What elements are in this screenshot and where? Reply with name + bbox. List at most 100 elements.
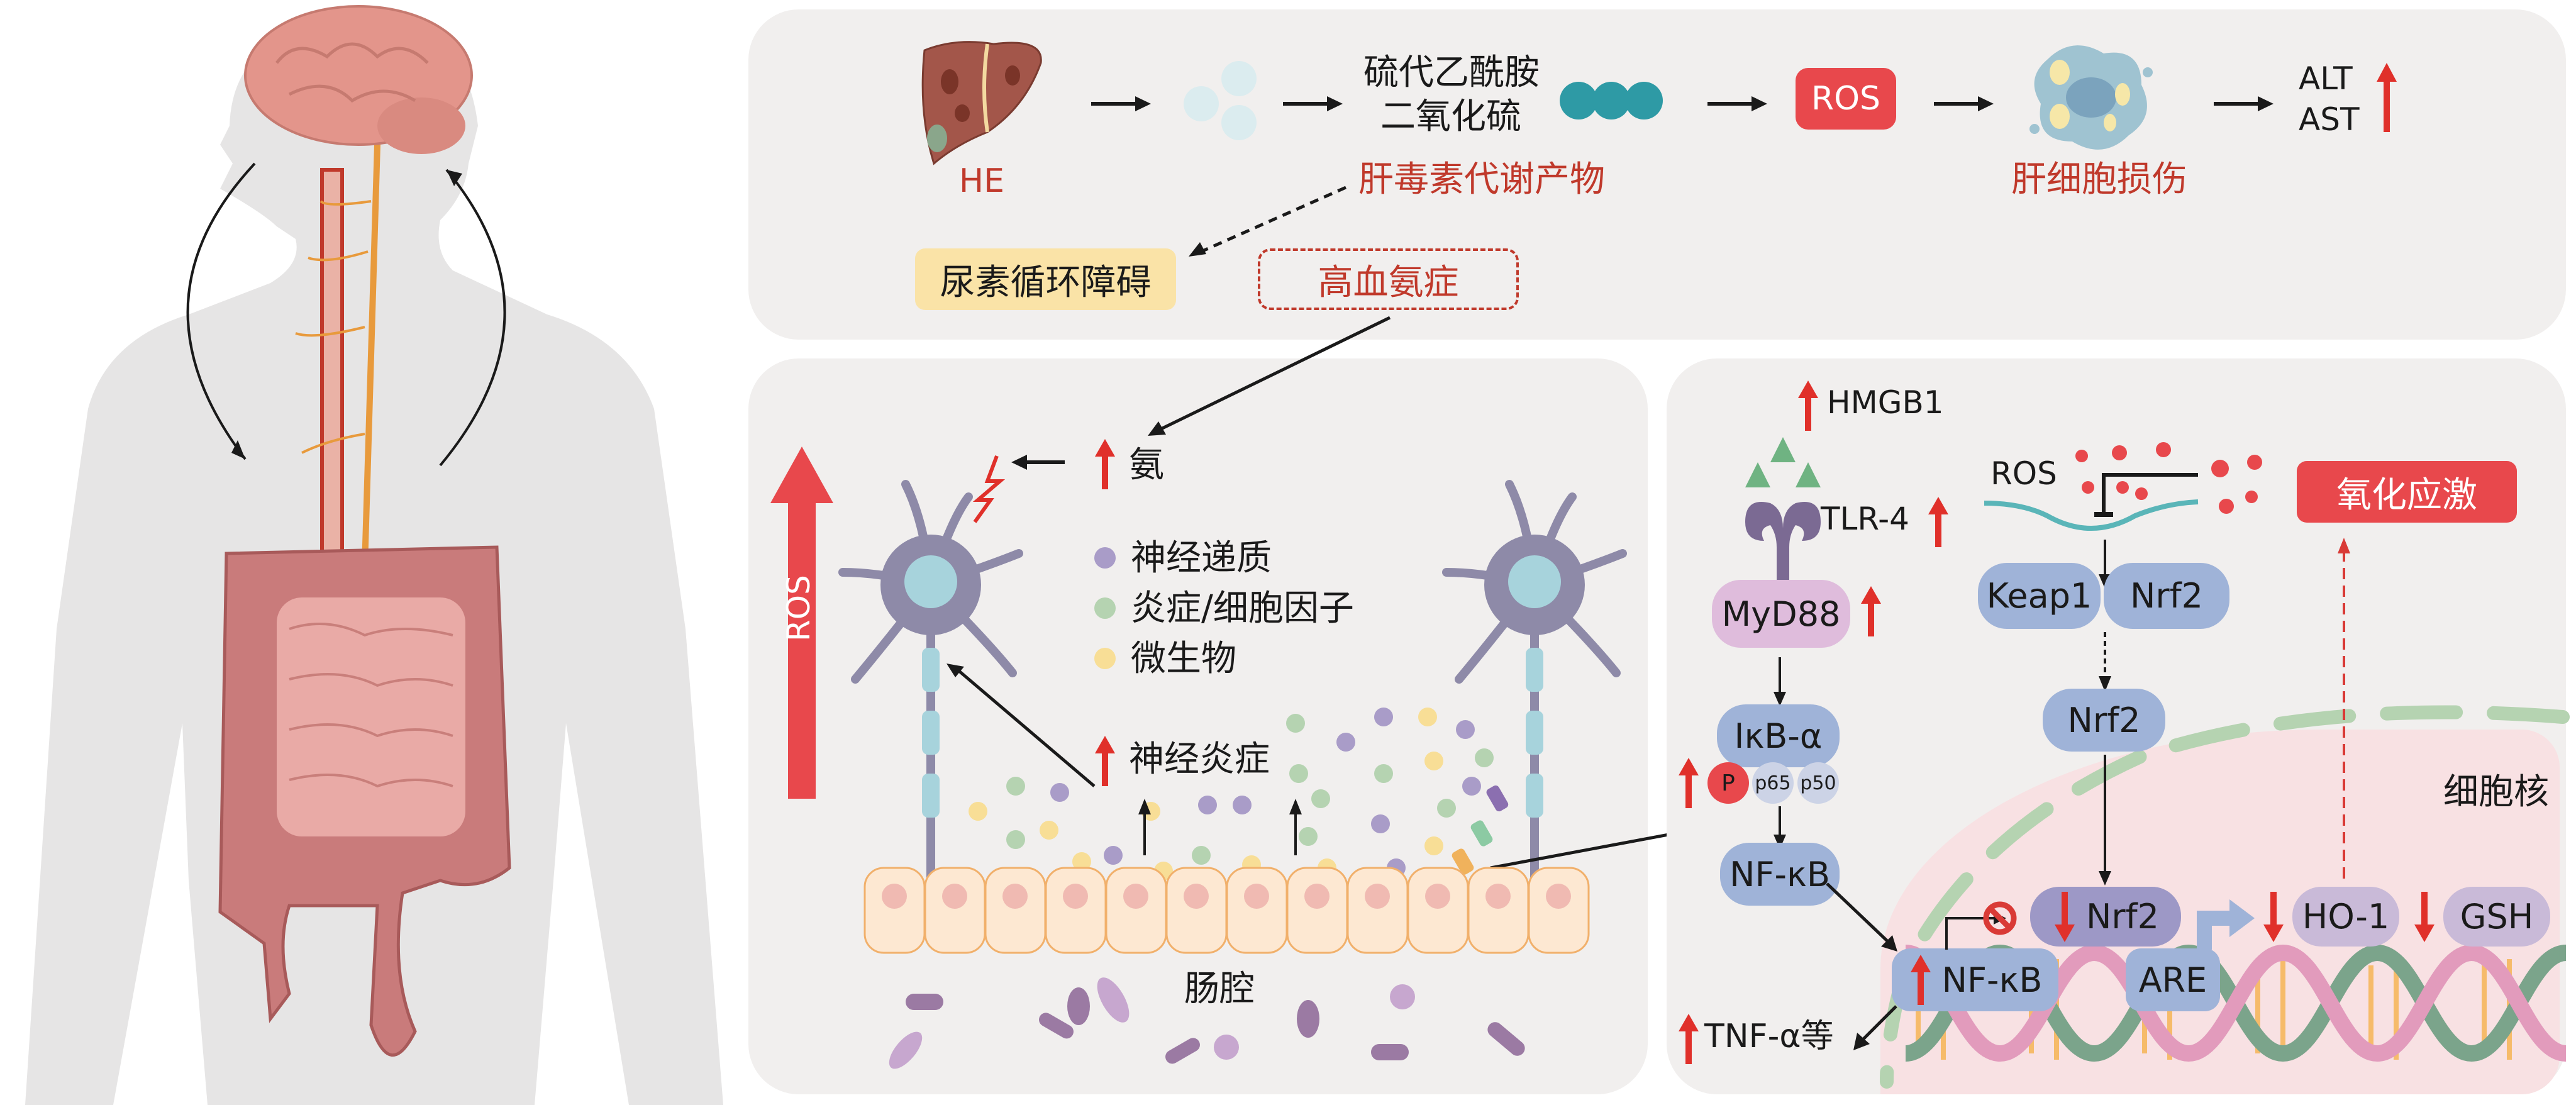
are-label: ARE [2138,960,2207,1000]
myd88-up-arrow-icon [1861,586,1881,636]
signal-particles [969,708,1494,880]
legend-label: 神经递质 [1131,538,1272,579]
gut-lumen-label: 肠腔 [1184,969,1255,1009]
metabolite-line1: 硫代乙酰胺 [1363,52,1540,93]
keap1-label: Keap1 [1986,576,2092,616]
phospho-up-arrow-icon [1679,758,1699,808]
he-label: HE [959,162,1004,200]
metabolite-line2: 二氧化硫 [1380,96,1521,137]
damaged-hepatocyte-icon [2029,45,2153,150]
ros-dots-icon [2075,442,2262,514]
enzymes-up-arrow-icon [2377,63,2397,132]
ast-label: AST [2299,101,2360,138]
ho1-label: HO-1 [2302,897,2390,936]
hepatocyte-caption: 肝细胞损伤 [2011,159,2187,200]
ros-increase-arrow [770,447,833,799]
arrow-nfkb-to-nucleus [1826,882,1897,952]
arrow-nfkb-to-tnf [1853,1005,1897,1050]
gut-microbes [889,977,1525,1069]
legend-label: 微生物 [1131,638,1236,679]
nfkb-protein: NF-κB [1720,843,1840,906]
ikba-label: IκB-α [1734,716,1823,756]
arrow-ikba-to-nfkb [1774,806,1786,849]
arrow-myd88-to-ikba [1774,657,1786,706]
hmgb1-up-arrow-icon [1798,380,1818,431]
blocked-icon [1983,901,2017,935]
neuroinflammation-up-arrow-icon [1095,736,1115,786]
ros-inhibition-icon [1984,473,2199,531]
ros-badge: ROS [1796,68,1896,130]
arrow-hepatocyte-to-enzymes [2214,96,2273,111]
metabolite-caption: 肝毒素代谢产物 [1358,159,1605,200]
p65-label: p65 [1755,772,1791,794]
neurotransmitter-dot-icon [1094,547,1116,569]
urea-cycle-label: 尿素循环障碍 [940,262,1152,303]
toxin-molecule-icon [1560,82,1663,119]
gut-neuron-panel [748,358,1648,1094]
dashed-arrow-ho1-to-oxidative-stress [2338,538,2350,884]
oxidative-stress-badge: 氧化应激 [2297,461,2517,523]
nfkb-label: NF-κB [1729,854,1830,894]
tlr4-up-arrow-icon [1928,497,1948,547]
intestinal-epithelium [863,867,1590,954]
phosphate-label: P [1721,770,1735,796]
arrow-ammonia-to-neuron [1011,455,1065,470]
hmgb1-label: HMGB1 [1827,384,1944,421]
oxidative-stress-label: 氧化应激 [2336,474,2477,516]
are-element: ARE [2126,948,2220,1011]
cerebellum [377,97,465,154]
arrow-liver-to-particles [1091,96,1151,111]
microbe-dot-icon [1094,648,1116,669]
ammonia-label: 氨 [1129,445,1164,486]
legend-label: 炎症/细胞因子 [1131,588,1354,629]
gsh-label: GSH [2460,897,2534,936]
nucleus-label: 细胞核 [2443,772,2549,813]
nucleus-nrf2-label: Nrf2 [2086,897,2159,936]
gut-to-brain-arrow [439,169,506,467]
gsh-protein: GSH [2443,887,2550,947]
hyperammonemia-box: 高血氨症 [1258,248,1519,310]
ho1-protein: HO-1 [2292,887,2399,947]
arrow-ros-to-hepatocyte [1934,96,1994,111]
arrow-hyperammonemia-to-ammonia [1148,316,1391,436]
nrf2-free-label: Nrf2 [2067,700,2141,740]
p65-subunit: p65 [1752,762,1794,804]
phosphate-group: P [1707,762,1749,804]
neuron-left [838,480,1023,891]
arrow-inflammation-to-neuron [947,664,1096,787]
gut-receptors [1452,785,1509,875]
dashed-arrow-to-urea [1189,186,1347,257]
ros-badge-label: ROS [1811,80,1881,118]
arrow-metabolite-to-ros [1707,96,1767,111]
tnf-up-arrow-icon [1679,1014,1699,1064]
tlr4-receptor-icon [1745,502,1821,610]
myd88-label: MyD88 [1721,594,1841,634]
neuron-right [1442,480,1627,891]
arrow-nrf2-to-nucleus [2099,755,2111,886]
myd88-protein: MyD88 [1712,580,1850,648]
metabolite-particles-icon [1184,61,1257,140]
lightning-damage-icon [972,455,1006,523]
small-intestine [277,597,465,836]
nrf2-down-arrow-icon [2055,891,2075,942]
hyperammonemia-label: 高血氨症 [1318,262,1459,303]
epithelial-cells [863,867,1590,954]
ammonia-up-arrow-icon [1095,439,1115,489]
nucleus-nrf2-protein: Nrf2 [2030,887,2181,947]
nrf2-bound-label: Nrf2 [2130,576,2203,616]
arrow-particles-to-metabolites [1283,96,1343,111]
gut-brain-figure [0,0,742,1105]
liver-icon [921,41,1042,165]
ho1-down-arrow-icon [2263,892,2284,942]
alt-label: ALT [2299,60,2353,97]
cytokine-dot-icon [1094,597,1116,619]
neuroinflammation-label: 神经炎症 [1129,739,1270,780]
tnf-label: TNF-α等 [1704,1018,1834,1055]
ikba-protein: IκB-α [1717,704,1840,767]
tlr4-label: TLR-4 [1821,501,1909,537]
nucleus-nfkb-label: NF-κB [1941,960,2043,1000]
human-silhouette [25,5,723,1105]
nucleus-nfkb-up-arrow-icon [1910,955,1931,1005]
brain-to-gut-arrow [186,162,256,460]
nucleus-nfkb-protein: NF-κB [1892,948,2058,1011]
